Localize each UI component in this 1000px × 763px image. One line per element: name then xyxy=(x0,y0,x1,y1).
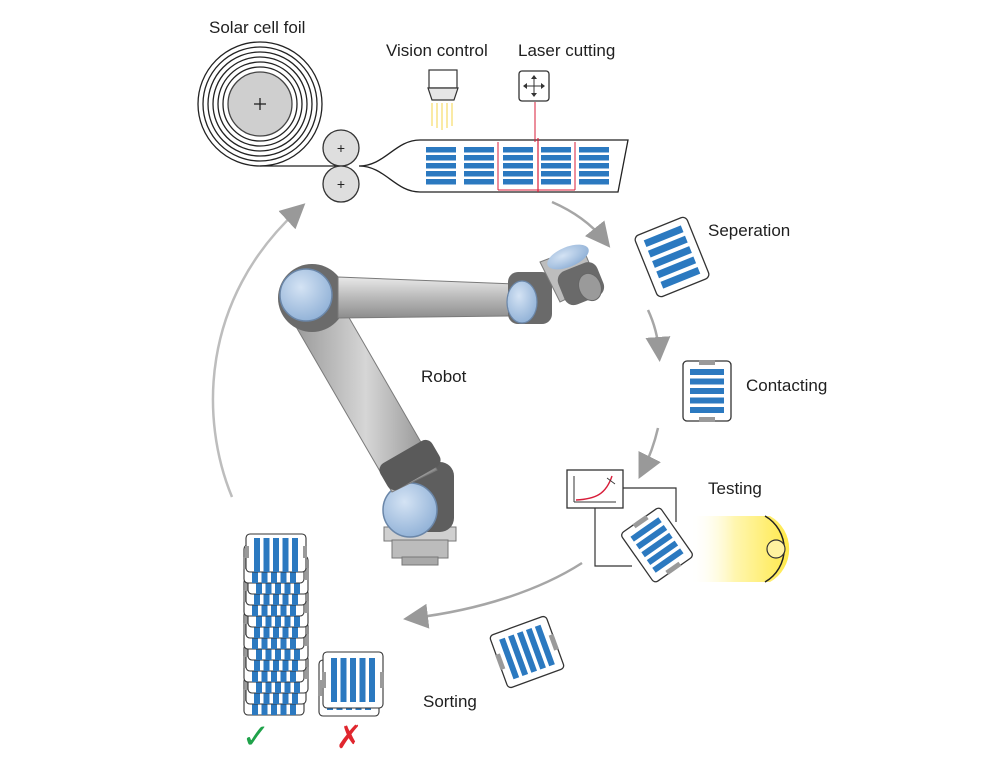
cell-stripe xyxy=(656,256,697,279)
cell-stripe xyxy=(508,634,529,677)
label-contacting: Contacting xyxy=(746,376,828,395)
foil-cells xyxy=(426,147,609,185)
foil-cell-stripe xyxy=(503,171,533,177)
foil-cell-stripe xyxy=(464,155,494,161)
cell-stripe xyxy=(534,624,555,667)
foil-cell-stripe xyxy=(503,147,533,153)
cell-stripe xyxy=(350,658,356,702)
svg-text:+: + xyxy=(337,140,345,156)
foil-cell-stripe xyxy=(464,171,494,177)
cell-stripe xyxy=(690,369,724,375)
foil-cell-stripe xyxy=(579,163,609,169)
cell-stripe xyxy=(340,658,347,702)
cell-stripe xyxy=(282,538,289,572)
pinch-roller-icon: + + xyxy=(322,129,360,203)
robot-arm-icon xyxy=(278,244,605,566)
foil-cell-stripe xyxy=(503,179,533,185)
check-icon: ✓ xyxy=(242,717,271,757)
stacked-cell xyxy=(245,533,307,573)
cell-stripe xyxy=(273,538,279,572)
cell-stripe xyxy=(630,517,662,542)
label-vision-control: Vision control xyxy=(386,41,488,60)
label-separation: Seperation xyxy=(708,221,791,240)
foil-roll-icon xyxy=(197,41,336,167)
cross-icon: ✗ xyxy=(336,718,363,756)
cell-stripe xyxy=(652,246,692,268)
foil-cell-stripe xyxy=(503,163,533,169)
foil-cell-stripe xyxy=(541,147,571,153)
foil-cell-stripe xyxy=(464,163,494,169)
foil-cell-stripe xyxy=(541,163,571,169)
light-source xyxy=(690,515,790,583)
label-testing: Testing xyxy=(708,479,762,498)
cell-stripe xyxy=(690,397,724,404)
sorting-cell xyxy=(489,615,565,689)
stacked-cell xyxy=(322,651,384,709)
foil-cell-stripe xyxy=(579,179,609,185)
cell-stripe xyxy=(525,627,546,670)
process-arrows xyxy=(211,200,671,629)
label-robot: Robot xyxy=(421,367,467,386)
foil-cell-stripe xyxy=(579,147,609,153)
camera-icon xyxy=(427,69,459,130)
accepted-cell-stack xyxy=(243,533,309,716)
foil-cell-stripe xyxy=(426,179,456,185)
foil-cell-stripe xyxy=(541,155,571,161)
label-sorting: Sorting xyxy=(423,692,477,711)
foil-cell-stripe xyxy=(541,179,571,185)
svg-text:+: + xyxy=(337,176,345,192)
cell-stripe xyxy=(641,532,673,558)
cell-stripe xyxy=(254,538,260,572)
rejected-cell-stack xyxy=(318,651,384,717)
cell-stripe xyxy=(646,540,679,565)
foil-cell-stripe xyxy=(426,147,456,153)
foil-cell-stripe xyxy=(464,147,494,153)
foil-cell-stripe xyxy=(541,171,571,177)
cell-stripe xyxy=(292,538,298,572)
foil-cell-stripe xyxy=(579,171,609,177)
cell-stripe xyxy=(359,658,366,702)
cell-stripe xyxy=(652,548,684,573)
foil-cell-stripe xyxy=(503,155,533,161)
cell-stripe xyxy=(647,235,688,258)
iv-curve-monitor-icon xyxy=(566,469,677,567)
cell-stripe xyxy=(499,637,520,680)
cell-stripe xyxy=(635,525,668,550)
foil-cell-stripe xyxy=(426,155,456,161)
cell-stripe xyxy=(690,388,724,394)
label-solar-cell-foil: Solar cell foil xyxy=(209,18,306,37)
cell-stripe xyxy=(690,407,724,413)
cell-stripe xyxy=(516,631,538,673)
cell-stripe xyxy=(660,266,701,289)
foil-cell-stripe xyxy=(464,179,494,185)
foil-cell-stripe xyxy=(579,155,609,161)
cell-stripe xyxy=(643,225,684,248)
testing-cell xyxy=(621,507,693,583)
foil-cell-stripe xyxy=(426,171,456,177)
cell-stripe xyxy=(263,538,270,572)
cell-stripe xyxy=(331,658,337,702)
separation-cell xyxy=(634,216,710,298)
label-laser-cutting: Laser cutting xyxy=(518,41,616,60)
laser-cutter-icon xyxy=(518,70,550,102)
foil-cell-stripe xyxy=(426,163,456,169)
cell-stripe xyxy=(690,378,724,385)
cell-stripe xyxy=(369,658,375,702)
contacting-cell xyxy=(682,360,732,422)
laser-cut-lines xyxy=(497,102,576,192)
